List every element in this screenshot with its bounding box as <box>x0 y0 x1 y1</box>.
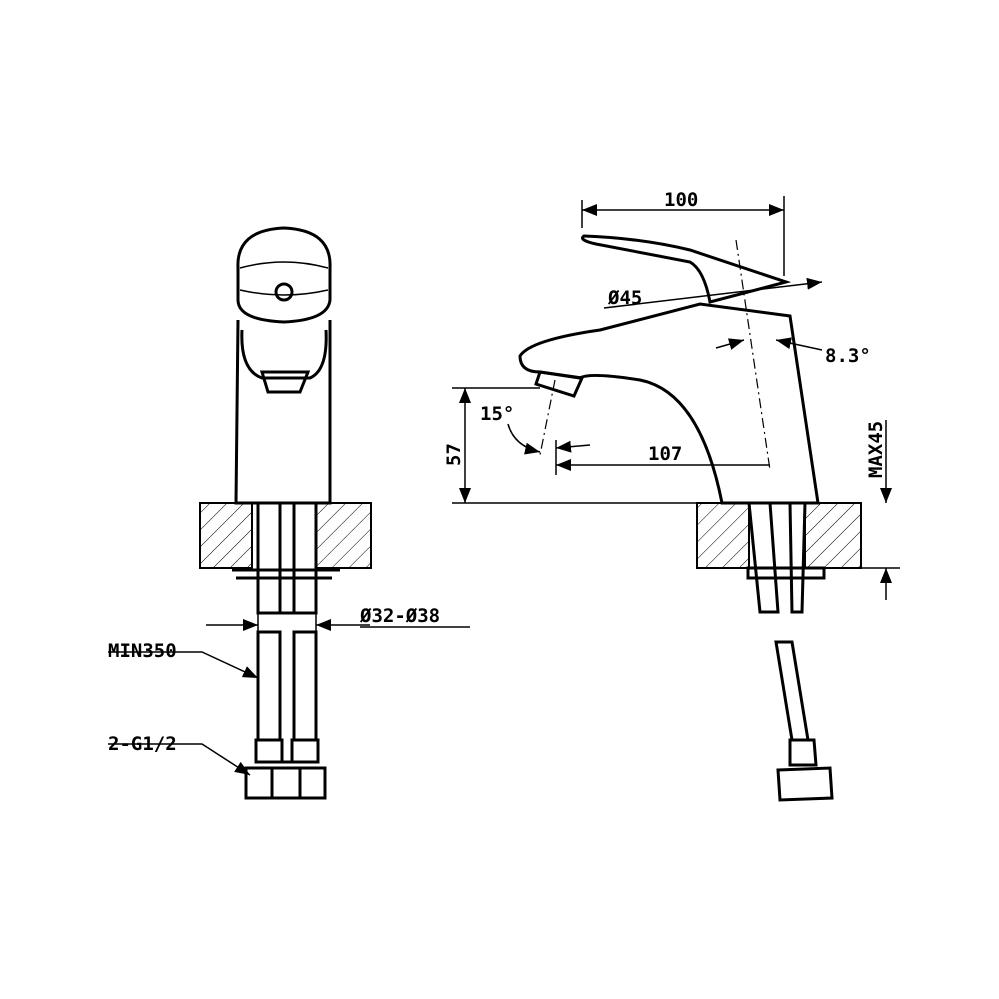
counter-thickness-label: MAX45 <box>865 421 887 478</box>
side-counter-right <box>804 502 862 569</box>
angle-spout-label: 15° <box>480 403 514 425</box>
angle-handle-label: 8.3° <box>825 345 871 367</box>
hose-right <box>292 630 318 742</box>
front-view: Ø32-Ø38 MIN350 2-G1/2 <box>108 226 470 800</box>
side-spout <box>518 302 820 505</box>
mounting-shank <box>256 501 318 615</box>
side-hose <box>774 640 810 742</box>
hose-left <box>256 630 282 742</box>
hose-length-label: MIN350 <box>108 640 177 662</box>
front-body <box>234 319 332 505</box>
front-handle <box>236 226 332 324</box>
hole-diameter-label: Ø32-Ø38 <box>359 605 440 627</box>
handle-diameter-label: Ø45 <box>607 287 642 309</box>
front-counter-right <box>315 502 372 569</box>
side-nut <box>776 738 834 802</box>
reach-107-label: 107 <box>648 443 682 465</box>
side-counter-left <box>696 502 750 569</box>
side-lever <box>581 234 792 304</box>
front-counter-left <box>199 502 253 569</box>
hose-nuts <box>244 760 327 800</box>
indicator-dot <box>274 282 294 302</box>
height-57-label: 57 <box>443 443 465 466</box>
side-view: 100 Ø45 8.3° 15° 57 107 MAX45 <box>443 189 900 802</box>
width-100-label: 100 <box>664 189 698 211</box>
